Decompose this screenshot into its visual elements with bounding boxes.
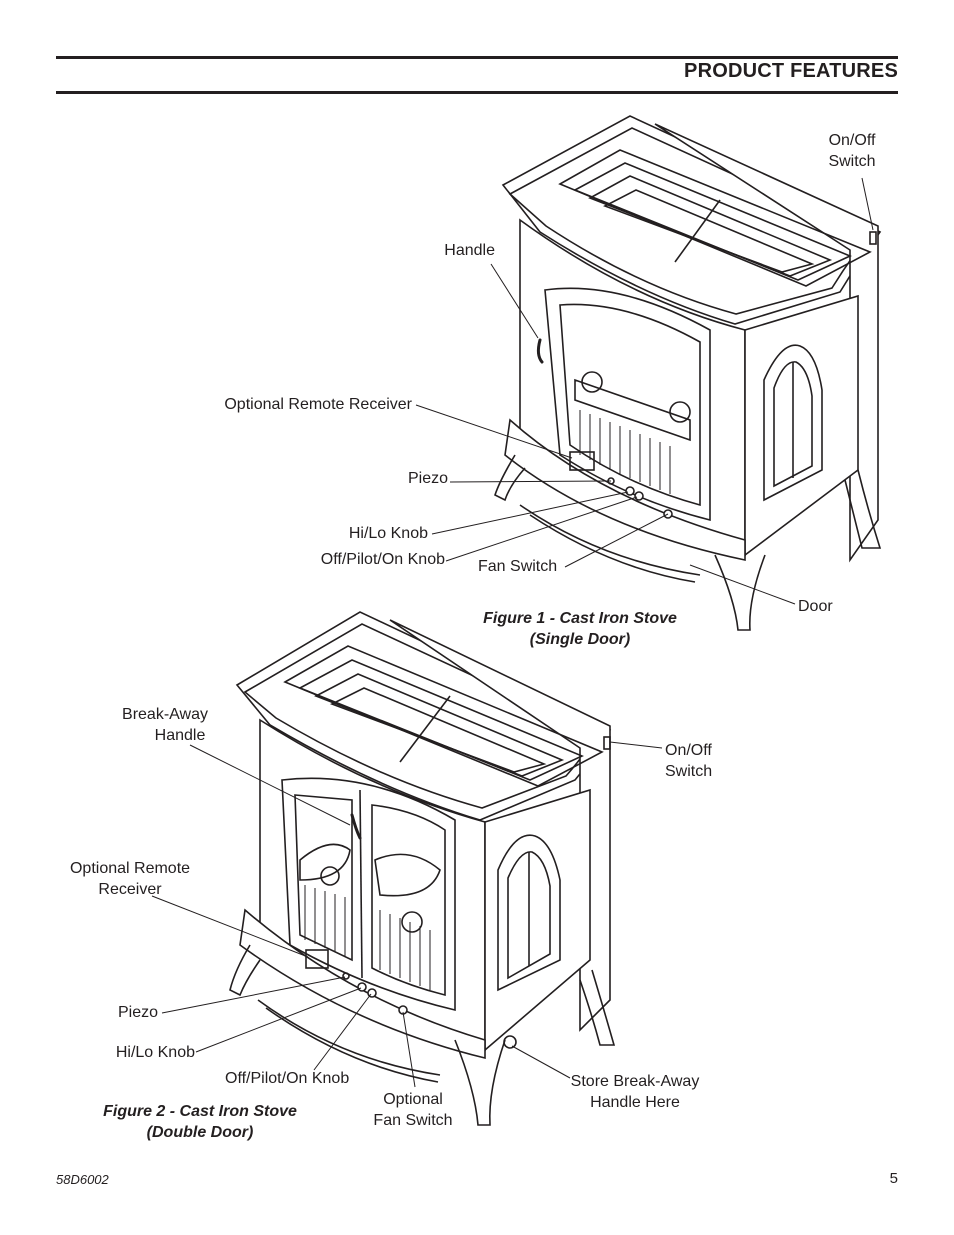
fig1-hi-lo-knob-label: Hi/Lo Knob [348, 525, 428, 542]
figure1-stove-drawing [494, 115, 882, 631]
figure2-stove-drawing [229, 611, 616, 1126]
fig1-fan-switch-label: Fan Switch [478, 558, 558, 575]
fig1-on-off-switch-label: On/Off Switch [828, 132, 876, 170]
fig2-optional-fan-switch-label: Optional Fan Switch [373, 1091, 453, 1129]
top-rule [56, 56, 898, 59]
page-number: 5 [889, 1170, 898, 1187]
fig1-off-pilot-on-knob-label: Off/Pilot/On Knob [320, 551, 445, 568]
figure1-leader-lines [415, 177, 874, 605]
fig2-off-pilot-on-knob-label: Off/Pilot/On Knob [225, 1070, 350, 1087]
fig2-break-away-handle-label: Break-Away Handle [122, 706, 208, 744]
fig1-handle-label: Handle [444, 242, 495, 259]
fig2-store-handle-label: Store Break-Away Handle Here [570, 1073, 700, 1111]
document-number: 58D6002 [56, 1172, 109, 1187]
section-title: PRODUCT FEATURES [684, 60, 898, 82]
fig2-hi-lo-knob-label: Hi/Lo Knob [115, 1044, 195, 1061]
fig2-remote-receiver-label: Optional Remote Receiver [69, 860, 191, 898]
figure1-caption: Figure 1 - Cast Iron Stove (Single Door) [483, 610, 677, 648]
fig1-piezo-label: Piezo [407, 470, 448, 487]
fig1-door-label: Door [798, 598, 833, 615]
figure2-leader-lines [151, 741, 663, 1088]
title-rule [56, 91, 898, 94]
fig1-remote-receiver-label: Optional Remote Receiver [224, 396, 412, 413]
fig2-on-off-switch-label: On/Off Switch [665, 742, 713, 780]
figure2-caption: Figure 2 - Cast Iron Stove (Double Door) [103, 1103, 297, 1141]
fig2-piezo-label: Piezo [117, 1004, 158, 1021]
